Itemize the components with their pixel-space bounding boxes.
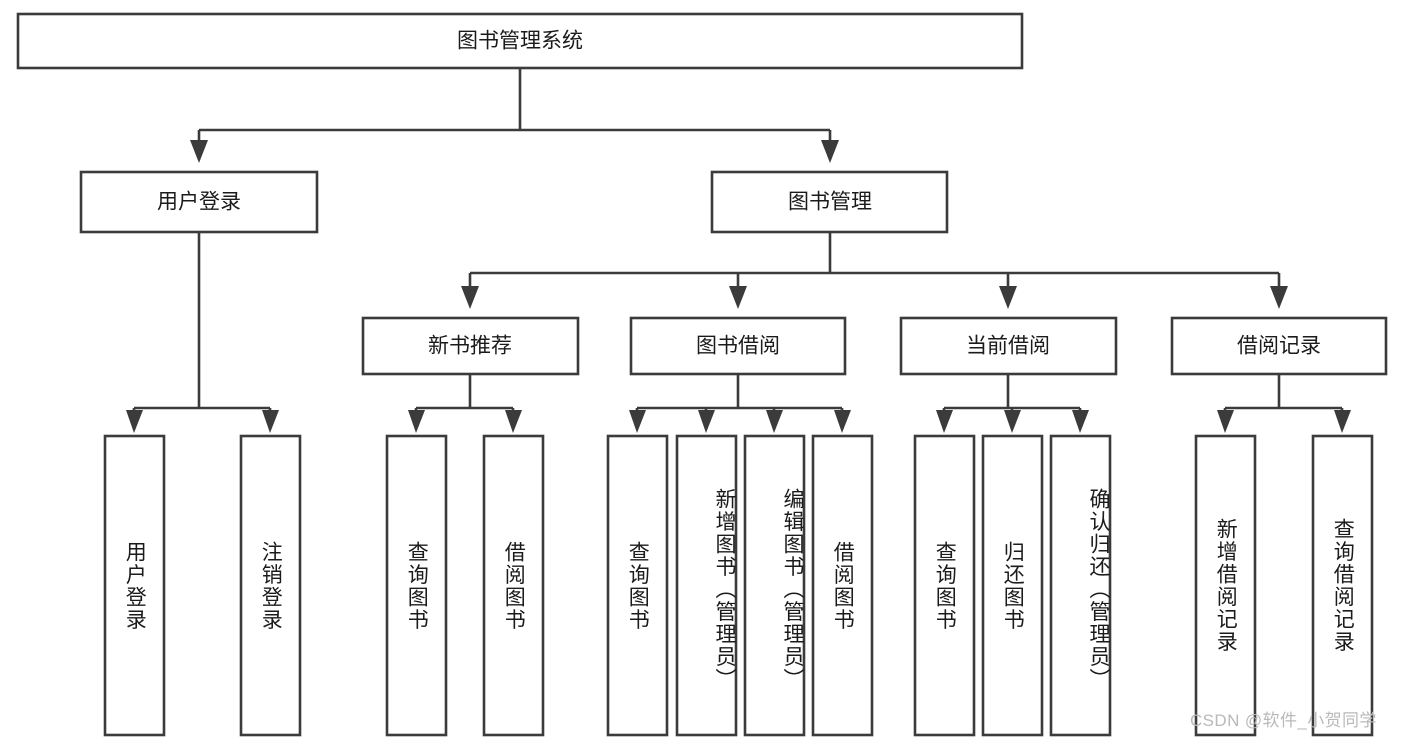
leaf-user-login-box[interactable] bbox=[103, 434, 166, 737]
arrow-head-book-manage bbox=[821, 140, 839, 163]
leaf-query-book-rec-box[interactable] bbox=[385, 434, 448, 737]
node-book-manage-box[interactable] bbox=[710, 170, 949, 234]
leaf-boxes bbox=[103, 434, 1374, 737]
node-book-borrow-box[interactable] bbox=[629, 316, 847, 376]
leaf-borrow-book-rec-box[interactable] bbox=[482, 434, 545, 737]
arrow-head-leaf-query-book-c bbox=[936, 410, 953, 433]
node-user-login[interactable]: 用户登录 bbox=[79, 170, 319, 234]
arrow-head-leaf-borrow-book-b bbox=[834, 410, 851, 433]
leaf-query-record-box[interactable] bbox=[1311, 434, 1374, 737]
arrow-head-leaf-confirm-return bbox=[1072, 410, 1089, 433]
node-borrow-record-box[interactable] bbox=[1170, 316, 1388, 376]
connector-group-root-to-level2 bbox=[190, 68, 839, 163]
node-root-box[interactable] bbox=[16, 12, 1024, 70]
connector-group-book-borrow-to-leaves bbox=[629, 374, 851, 433]
leaf-edit-book-box[interactable] bbox=[743, 434, 806, 737]
arrow-head-leaf-return-book bbox=[1004, 410, 1021, 433]
arrow-head-leaf-add-record bbox=[1217, 410, 1234, 433]
arrow-head-book-borrow bbox=[729, 286, 747, 309]
connector-group-borrow-record-to-leaves bbox=[1217, 374, 1351, 433]
connector-group-user-login-to-leaves bbox=[126, 232, 279, 433]
node-book-borrow-label: 图书借阅 bbox=[696, 335, 780, 358]
arrow-head-new-book-recommend bbox=[461, 286, 479, 309]
node-root[interactable]: 图书管理系统 bbox=[16, 12, 1024, 70]
node-book-manage-label: 图书管理 bbox=[788, 191, 872, 214]
node-current-borrow[interactable]: 当前借阅 bbox=[899, 316, 1118, 376]
connector-group-new-book-recommend-to-leaves bbox=[408, 374, 522, 433]
leaf-return-book-box[interactable] bbox=[981, 434, 1044, 737]
leaf-borrow-book-b-box[interactable] bbox=[811, 434, 874, 737]
node-new-book-recommend-label: 新书推荐 bbox=[428, 335, 512, 358]
node-borrow-record[interactable]: 借阅记录 bbox=[1170, 316, 1388, 376]
node-user-login-label: 用户登录 bbox=[157, 191, 241, 214]
arrow-head-leaf-logout bbox=[262, 410, 279, 433]
leaf-add-record-box[interactable] bbox=[1194, 434, 1257, 737]
node-borrow-record-label: 借阅记录 bbox=[1237, 335, 1321, 358]
node-user-login-box[interactable] bbox=[79, 170, 319, 234]
arrow-head-current-borrow bbox=[999, 286, 1017, 309]
arrow-head-leaf-query-record bbox=[1334, 410, 1351, 433]
arrow-head-leaf-query-book-rec bbox=[408, 410, 425, 433]
arrow-head-borrow-record bbox=[1270, 286, 1288, 309]
node-new-book-recommend-box[interactable] bbox=[361, 316, 580, 376]
connector-group-book-manage-to-level3 bbox=[461, 232, 1288, 309]
leaf-query-book-c-box[interactable] bbox=[913, 434, 976, 737]
leaf-logout-box[interactable] bbox=[239, 434, 302, 737]
leaf-query-book-b-box[interactable] bbox=[606, 434, 669, 737]
leaf-confirm-return-box[interactable] bbox=[1049, 434, 1112, 737]
arrow-head-leaf-borrow-book-rec bbox=[505, 410, 522, 433]
arrow-head-leaf-query-book-b bbox=[629, 410, 646, 433]
arrow-head-leaf-add-book bbox=[698, 410, 715, 433]
csdn-watermark: CSDN @软件_小贺同学 bbox=[1190, 711, 1377, 730]
connector-group-current-borrow-to-leaves bbox=[936, 374, 1089, 433]
leaf-add-book-box[interactable] bbox=[675, 434, 738, 737]
node-book-borrow[interactable]: 图书借阅 bbox=[629, 316, 847, 376]
node-current-borrow-box[interactable] bbox=[899, 316, 1118, 376]
node-current-borrow-label: 当前借阅 bbox=[966, 335, 1050, 358]
arrow-head-leaf-edit-book bbox=[766, 410, 783, 433]
node-root-label: 图书管理系统 bbox=[457, 30, 583, 53]
arrow-head-leaf-user-login bbox=[126, 410, 143, 433]
node-new-book-recommend[interactable]: 新书推荐 bbox=[361, 316, 580, 376]
arrow-head-user-login bbox=[190, 140, 208, 163]
node-book-manage[interactable]: 图书管理 bbox=[710, 170, 949, 234]
